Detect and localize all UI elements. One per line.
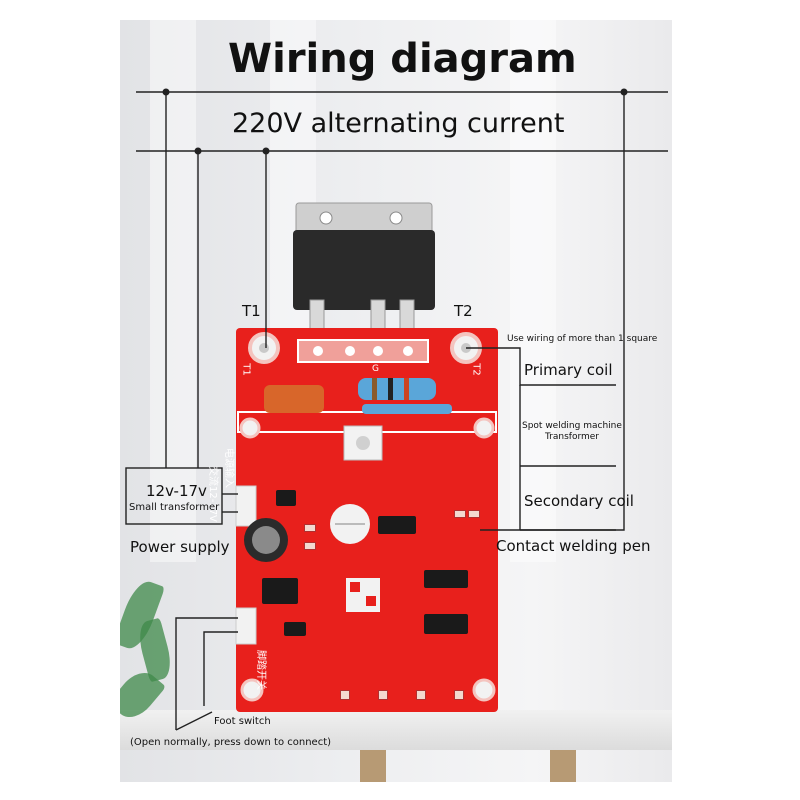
resistor-band [372, 378, 377, 400]
board-photo-background [120, 20, 672, 782]
solder-pad [403, 346, 413, 356]
t2-primary-wire [466, 347, 616, 386]
page-title: Wiring diagram [228, 36, 577, 82]
silk-pedal-switch: 脚踏开关 [255, 650, 266, 690]
foot-switch-wire-2 [203, 631, 238, 706]
table-leg [550, 750, 576, 782]
power-supply-label: Power supply [130, 538, 230, 556]
wall-panel [150, 20, 196, 562]
junction-dot [162, 88, 170, 96]
foot-switch-note: (Open normally, press down to connect) [130, 737, 332, 748]
foot-switch-wire-1 [175, 617, 238, 730]
table-leg [360, 750, 386, 782]
table-surface [120, 710, 672, 750]
foot-switch-contact [175, 711, 213, 731]
junction-dot [194, 147, 202, 155]
foot-switch-label: Foot switch [214, 716, 271, 727]
small-transformer-label: Small transformer [129, 502, 220, 513]
regulator-chip [262, 578, 298, 604]
smd-pad [416, 690, 426, 700]
silk-input-voltage: 交流12-17V [207, 466, 218, 522]
silk-gate: G [372, 364, 379, 374]
wiring-note: Use wiring of more than 1 square [507, 334, 658, 344]
smd-transistor [284, 622, 306, 636]
smd-pad [340, 690, 350, 700]
qr-block [366, 596, 376, 606]
ic-chip [424, 614, 468, 634]
solder-pad [373, 346, 383, 356]
smd-resistor [468, 510, 480, 518]
solder-pad [345, 346, 355, 356]
mains-voltage-label: 220V alternating current [232, 108, 565, 139]
resistor-band [388, 378, 393, 400]
ic-chip [424, 570, 468, 588]
mounting-hole [472, 678, 496, 702]
film-capacitor [264, 385, 324, 413]
t1-pad-center [259, 343, 269, 353]
smd-pad [454, 690, 464, 700]
silk-t1: T1 [240, 363, 252, 376]
smd-pad [378, 690, 388, 700]
smd-resistor [304, 542, 316, 550]
contact-pen-label: Contact welding pen [496, 537, 651, 555]
resistor-band [404, 378, 409, 400]
small-resistor [362, 404, 452, 414]
wall-panel [510, 20, 556, 562]
terminal-t1-label: T1 [242, 302, 261, 320]
power-resistor [358, 378, 436, 400]
smd-resistor [304, 524, 316, 532]
thyristor-body [293, 230, 435, 310]
mounting-hole [473, 417, 495, 439]
transformer-label-line1: Spot welding machine [522, 421, 622, 431]
primary-return-wire [480, 92, 625, 531]
capacitor-top [252, 526, 280, 554]
foot-switch-connector [235, 607, 257, 645]
smd-resistor [454, 510, 466, 518]
transformer-label-line2: Transformer [545, 432, 600, 442]
mounting-hole [240, 678, 264, 702]
wiring-lines [125, 91, 668, 731]
junction-dot [262, 147, 270, 155]
secondary-coil-label: Secondary coil [524, 492, 634, 510]
primary-coil-label: Primary coil [524, 361, 613, 379]
solder-pad [313, 346, 323, 356]
junction-dot [620, 88, 628, 96]
junctions [162, 88, 628, 155]
thyristor-tab-hole [389, 211, 403, 225]
terminal-strip [297, 339, 429, 363]
power-connector [235, 485, 257, 527]
smd-transistor [276, 490, 296, 506]
qr-block [350, 582, 360, 592]
thyristor-tab-hole [319, 211, 333, 225]
mounting-hole [239, 417, 261, 439]
ic-chip [378, 516, 416, 534]
optocoupler-window [356, 436, 370, 450]
small-transformer-box [125, 467, 223, 525]
terminal-t2-label: T2 [454, 302, 473, 320]
silk-t2: T2 [470, 363, 482, 376]
silk-power-input: 电源输入 [223, 448, 234, 488]
transformer-voltage-label: 12v-17v [146, 482, 207, 500]
